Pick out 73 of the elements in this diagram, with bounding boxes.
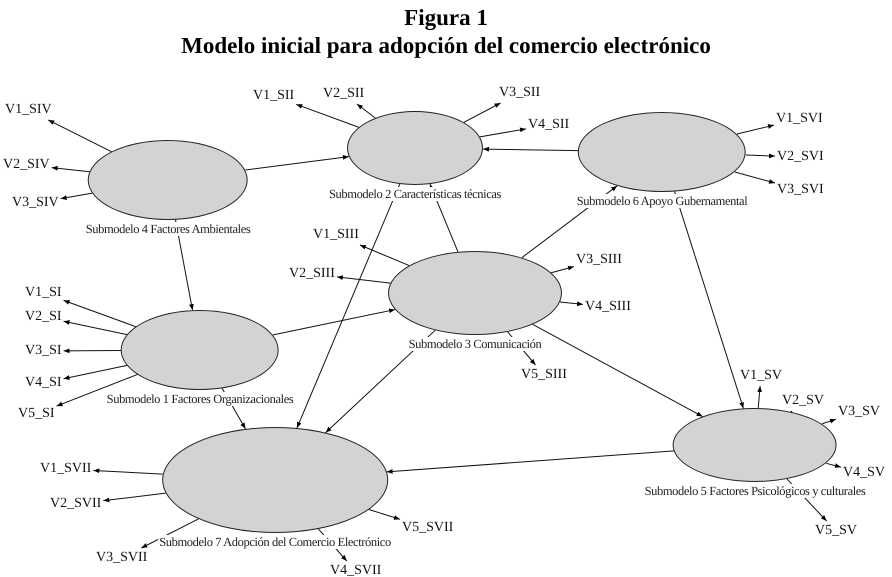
- arrow: [386, 450, 675, 474]
- indicator-label: V3_SIV: [12, 195, 59, 211]
- indicator-label: V5_SVII: [402, 520, 454, 536]
- arrow: [63, 300, 136, 328]
- arrow: [92, 468, 164, 475]
- indicator-label: V1_SII: [253, 88, 294, 104]
- indicator-label: V1_SV: [740, 368, 782, 384]
- indicator-label: V1_SIV: [5, 102, 52, 118]
- submodel-label: Submodelo 7 Adopción del Comercio Electrónico: [158, 535, 392, 549]
- arrow: [532, 324, 704, 418]
- indicator-label: V3_SIII: [576, 252, 622, 268]
- arrow: [272, 308, 396, 336]
- indicator-label: V1_SIII: [313, 227, 359, 243]
- arrow: [63, 348, 122, 354]
- submodel-label: Submodelo 1 Factores Organizacionales: [106, 392, 294, 406]
- indicator-label: V2_SI: [25, 309, 62, 325]
- arrow: [296, 104, 360, 128]
- submodel-label: Submodelo 2 Características técnicas: [328, 187, 502, 201]
- arrow: [463, 102, 502, 123]
- indicator-label: V2_SIII: [289, 266, 335, 282]
- arrow: [60, 192, 93, 200]
- indicator-label: V4_SV: [843, 465, 886, 481]
- indicator-label: V4_SII: [528, 117, 570, 133]
- arrow: [336, 275, 391, 284]
- indicator-label: V2_SVII: [50, 496, 102, 512]
- indicator-label: V3_SVI: [777, 182, 824, 198]
- arrow: [734, 171, 776, 184]
- indicator-label: V5_SIII: [521, 367, 567, 383]
- arrow: [550, 266, 574, 274]
- arrow: [479, 128, 526, 138]
- indicator-label: V3_SI: [25, 343, 62, 359]
- arrow: [757, 386, 762, 409]
- indicator-label: V2_SV: [782, 393, 824, 409]
- indicator-label: V2_SVI: [777, 149, 824, 165]
- arrow: [56, 374, 138, 407]
- arrow: [102, 492, 166, 502]
- indicator-label: V5_SI: [18, 406, 55, 422]
- submodel-label: Submodelo 6 Apoyo Gubernamental: [576, 194, 748, 208]
- indicator-label: V3_SVII: [96, 550, 148, 566]
- arrow: [244, 154, 350, 170]
- arrow: [359, 244, 410, 266]
- arrow: [560, 301, 584, 306]
- arrow: [325, 330, 436, 434]
- arrow: [482, 146, 579, 152]
- arrow: [51, 166, 90, 172]
- indicator-label: V1_SVII: [40, 461, 92, 477]
- arrow: [63, 320, 128, 336]
- arrow: [736, 124, 774, 134]
- arrow: [63, 364, 128, 380]
- figure-number: Figura 1: [404, 4, 488, 32]
- submodel-label: Submodelo 3 Comunicación: [408, 337, 542, 351]
- indicator-label: V3_SV: [838, 404, 880, 420]
- arrow: [674, 191, 744, 409]
- indicator-label: V5_SV: [815, 523, 858, 539]
- arrow: [296, 184, 400, 428]
- indicator-label: V4_SIII: [585, 299, 631, 315]
- indicator-label: V4_SI: [25, 375, 62, 391]
- arrow: [745, 153, 776, 158]
- arrow: [48, 120, 112, 152]
- diagram-title: Modelo inicial para adopción del comercio electrónico: [181, 32, 711, 60]
- indicator-label: V1_SI: [25, 285, 62, 301]
- indicator-label: V4_SVII: [330, 563, 382, 577]
- submodel-label: Submodelo 5 Factores Psicológicos y culturales: [644, 484, 866, 498]
- indicator-label: V2_SII: [323, 86, 364, 102]
- arrow: [140, 518, 199, 548]
- submodel-label: Submodelo 4 Factores Ambientales: [84, 222, 252, 236]
- arrow: [356, 104, 376, 118]
- arrow: [368, 509, 400, 520]
- arrow: [822, 418, 836, 424]
- arrow: [826, 462, 842, 468]
- indicator-label: V1_SVI: [776, 111, 823, 127]
- indicator-label: V3_SII: [499, 85, 540, 101]
- indicator-label: V2_SIV: [3, 157, 50, 173]
